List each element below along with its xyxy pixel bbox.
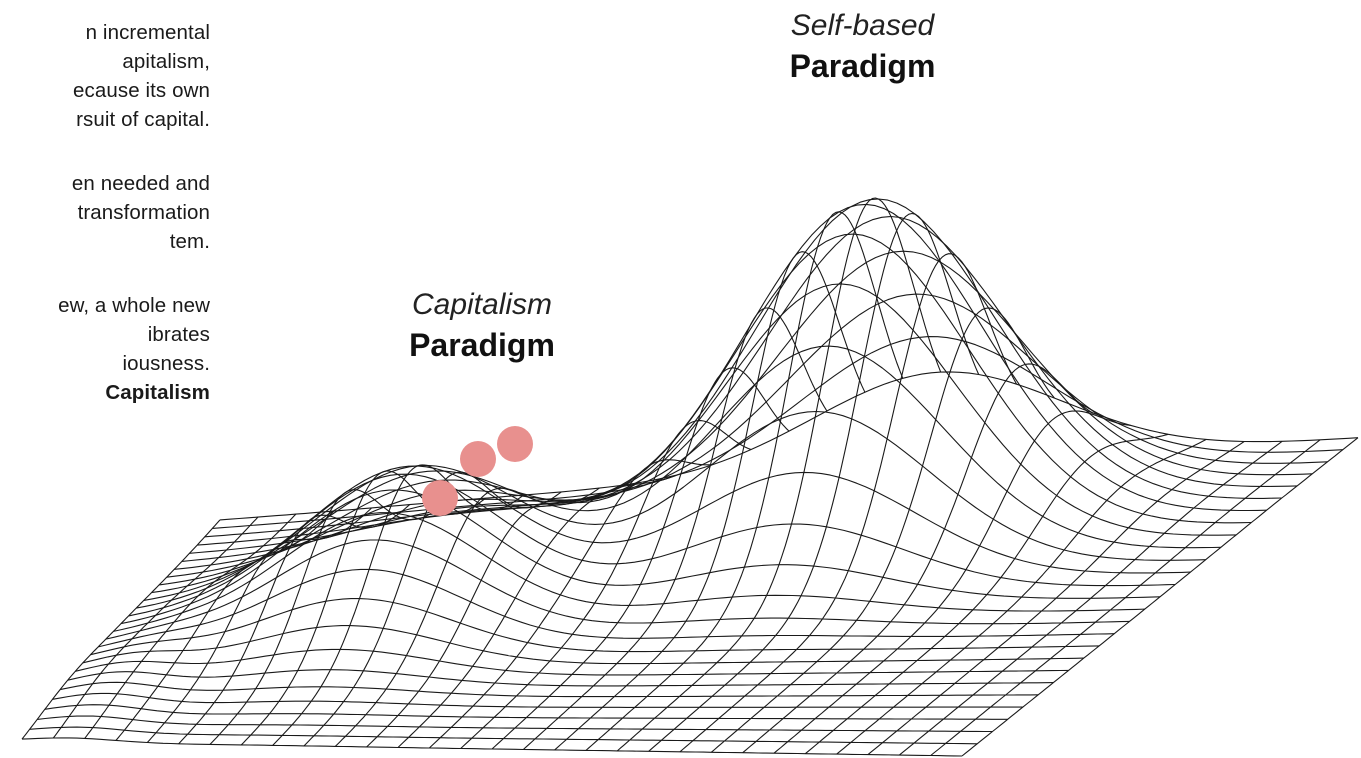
- mesh-line: [113, 512, 1145, 632]
- self-based-paradigm-label: Self-based Paradigm: [740, 6, 985, 86]
- self-based-subtitle: Self-based: [790, 9, 935, 42]
- text-line: transformation: [77, 201, 210, 224]
- position-markers: [422, 426, 533, 516]
- paragraph-1: n incremental apitalism, ecause its own …: [0, 18, 210, 134]
- mesh-line: [272, 464, 524, 746]
- mesh-line: [554, 251, 866, 751]
- paragraph-2: en needed and transformation tem.: [0, 169, 210, 256]
- mesh-line: [146, 507, 373, 743]
- mesh-line: [178, 504, 411, 745]
- mesh-line: [460, 420, 752, 749]
- mesh-line: [120, 489, 1161, 625]
- mesh-line: [804, 433, 1169, 755]
- mesh-line: [334, 487, 600, 747]
- text-line: ibrates: [147, 323, 210, 346]
- mesh-line: [867, 441, 1245, 756]
- text-line: ecause its own: [72, 79, 210, 102]
- mesh-line: [105, 539, 1130, 640]
- capitalism-paradigm-label: Capitalism Paradigm: [372, 285, 592, 365]
- mesh-line: [930, 439, 1321, 756]
- text-line: apitalism,: [122, 50, 210, 73]
- mesh-line: [898, 440, 1283, 756]
- mesh-line: [82, 625, 1084, 665]
- mesh-line: [209, 489, 448, 745]
- closing-word: Capitalism: [105, 381, 210, 404]
- capitalism-title: Paradigm: [409, 327, 555, 363]
- mesh-line: [773, 410, 1131, 754]
- position-marker: [497, 426, 533, 462]
- mesh-line: [836, 438, 1207, 755]
- paragraph-3: ew, a whole new ibrates iousness. Capita…: [0, 291, 210, 407]
- mesh-line: [189, 215, 1298, 554]
- text-line: ew, a whole new: [58, 294, 210, 317]
- mesh-line: [428, 459, 714, 749]
- position-marker: [422, 480, 458, 516]
- text-line: iousness.: [122, 352, 210, 375]
- left-text-block: n incremental apitalism, ecause its own …: [0, 18, 210, 407]
- text-line: n incremental: [85, 21, 210, 44]
- mesh-line: [679, 253, 1018, 753]
- self-based-title: Paradigm: [789, 48, 936, 84]
- mesh-line: [616, 197, 942, 752]
- mesh-line: [115, 510, 335, 741]
- mesh-line: [90, 598, 1100, 656]
- text-line: en needed and: [71, 172, 210, 195]
- capitalism-subtitle: Capitalism: [411, 288, 553, 321]
- mesh-line: [742, 363, 1093, 754]
- mesh-line: [197, 250, 1313, 546]
- text-line: tem.: [169, 230, 210, 253]
- mesh-line: [366, 482, 638, 748]
- mesh-line: [491, 367, 790, 750]
- mesh-line: [585, 211, 904, 751]
- mesh-line: [174, 203, 1267, 570]
- mesh-line: [710, 307, 1055, 753]
- mesh-line: [522, 307, 828, 750]
- wireframe-mesh: [21, 197, 1359, 757]
- text-line: rsuit of capital.: [76, 108, 210, 131]
- mesh-line: [52, 516, 259, 739]
- mesh-line: [961, 437, 1359, 757]
- mesh-line: [21, 519, 221, 740]
- mesh-line: [84, 513, 297, 739]
- mesh-line: [648, 212, 980, 752]
- position-marker: [460, 441, 496, 477]
